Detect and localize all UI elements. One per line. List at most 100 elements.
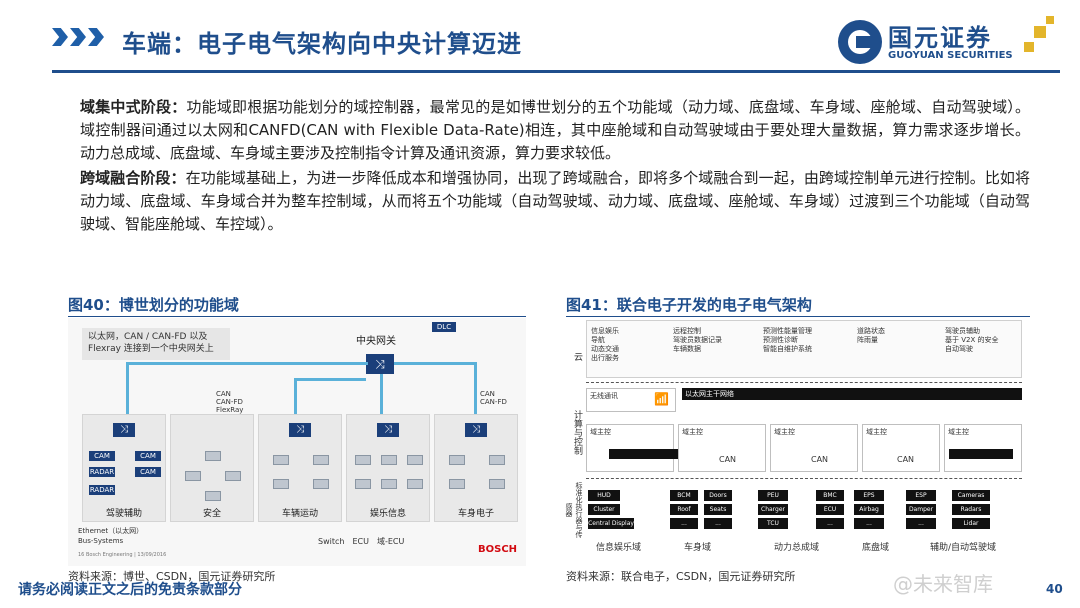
node: Cameras: [952, 490, 990, 501]
node: BCM: [670, 490, 698, 501]
divider-line: [586, 478, 1022, 479]
controller-bar: [949, 449, 1013, 459]
ethernet-line: [294, 378, 297, 418]
ethernet-line: [380, 374, 383, 418]
panel-label: 驾驶辅助: [105, 509, 142, 519]
domain-controller-label: 域主控: [682, 428, 703, 436]
ecu-box: [185, 471, 201, 481]
watermark: @未来智库: [893, 572, 993, 596]
figure-credit: 16 Bosch Engineering | 13/09/2016: [78, 552, 166, 558]
ecu-box: [355, 479, 371, 489]
node: Lidar: [952, 518, 990, 529]
figure-note: 以太网，CAN / CAN-FD 以及 Flexray 连接到一个中央网关上: [82, 328, 230, 360]
ecu-box: [205, 491, 221, 501]
chevron-icon: [70, 28, 86, 46]
logo-icon: [838, 20, 882, 64]
node: Cluster: [588, 504, 620, 515]
row-label-cloud: 云: [572, 351, 582, 361]
cloud-item: 基于 V2X 的安全: [945, 336, 999, 344]
panel-label: 车身电子: [457, 509, 494, 519]
switch-icon: ⤨: [465, 423, 487, 437]
paragraph-label: 域集中式阶段：: [80, 98, 187, 116]
ethernet-line: [394, 362, 476, 365]
sensor-tag: CAM: [89, 451, 115, 461]
caption-rule: [68, 316, 526, 317]
cloud-item: 导航: [591, 336, 605, 344]
ecu-box: [225, 471, 241, 481]
gateway-label: 中央网关: [356, 336, 396, 347]
node: Doors: [704, 490, 732, 501]
domain-controller: 域主控: [944, 424, 1022, 472]
paragraph-label: 跨域融合阶段：: [80, 169, 186, 187]
ecu-box: [407, 479, 423, 489]
sensor-tag: CAM: [135, 467, 161, 477]
antenna-icon: 📶: [654, 392, 669, 406]
cloud-item: 远程控制: [673, 327, 701, 335]
domain-label: 动力总成域: [774, 543, 820, 553]
panel-body-electronics: ⤨: [434, 414, 518, 522]
bus-label: CAN CAN-FD: [480, 390, 507, 406]
legend-ethernet: Ethernet（以太网）: [78, 527, 144, 535]
page-title: 车端：电子电气架构向中央计算迈进: [122, 30, 522, 58]
cloud-item: 驾驶员数据记录: [673, 336, 722, 344]
disclaimer-text: 请务必阅读正文之后的免责条款部分: [18, 582, 242, 598]
node: EPS: [854, 490, 884, 501]
node: ...: [906, 518, 936, 529]
node: TCU: [758, 518, 788, 529]
legend-bus: Bus-Systems: [78, 537, 124, 545]
ecu-box: [313, 455, 329, 465]
cloud-item: 智能自维护系统: [763, 345, 812, 353]
domain-controller-label: 域主控: [948, 428, 969, 436]
logo-square-icon: [1034, 26, 1046, 38]
bosch-logo: BOSCH: [478, 544, 518, 555]
dlc-label: DLC: [432, 322, 456, 332]
ecu-box: [273, 455, 289, 465]
cloud-item: 出行服务: [591, 354, 619, 362]
node: ECU: [816, 504, 844, 515]
ecu-box: [355, 455, 371, 465]
ethernet-backbone: 以太网主干网络: [682, 388, 1022, 400]
legend-ecu: ECU: [352, 537, 369, 546]
legend-icons: Switch ECU 域-ECU: [318, 536, 404, 547]
ecu-box: [313, 479, 329, 489]
domain-controller-label: 域主控: [774, 428, 795, 436]
cloud-item: 自动驾驶: [945, 345, 973, 353]
switch-icon: ⤨: [113, 423, 135, 437]
node: ...: [854, 518, 884, 529]
legend-switch: Switch: [318, 537, 345, 546]
ecu-box: [273, 479, 289, 489]
cloud-item: 预测性诊断: [763, 336, 798, 344]
panel-label: 车辆运动: [281, 509, 318, 519]
header-rule: [52, 70, 1060, 73]
wireless-label: 无线通讯: [590, 392, 618, 400]
figure-40-bosch-domains: 以太网，CAN / CAN-FD 以及 Flexray 连接到一个中央网关上 中…: [68, 318, 526, 566]
ecu-box: [489, 455, 505, 465]
node: HUD: [588, 490, 620, 501]
cloud-col-predictive: 预测性能量管理 预测性诊断 智能自维护系统: [763, 327, 812, 354]
paragraph-cross-domain: 跨域融合阶段：在功能域基础上，为进一步降低成本和增强协同，出现了跨域融合，即将多…: [80, 167, 1030, 236]
credit-text: Bosch Engineering | 13/09/2016: [85, 552, 167, 558]
chevron-icon: [88, 28, 104, 46]
logo-text-en: GUOYUAN SECURITIES: [888, 50, 1013, 61]
node: ...: [704, 518, 732, 529]
caption-rule: [566, 316, 1030, 317]
wireless-box: 无线通讯 📶: [586, 388, 676, 412]
domain-label: 信息娱乐域: [596, 543, 642, 553]
bus-label: CAN CAN-FD FlexRay: [216, 390, 244, 414]
legend-lines: Ethernet（以太网） Bus-Systems: [78, 526, 143, 546]
panel-infotainment: ⤨: [346, 414, 430, 522]
domain-label: 底盘域: [862, 543, 890, 553]
ethernet-line: [294, 378, 366, 381]
ecu-box: [489, 479, 505, 489]
panel-label: 安全: [202, 509, 221, 519]
controller-bar: [609, 449, 681, 459]
body-text: 域集中式阶段：功能域即根据功能划分的域控制器，最常见的是如博世划分的五个功能域（…: [80, 96, 1030, 238]
cloud-col-infotainment: 信息娱乐 导航 动态交通 出行服务: [591, 327, 619, 363]
page-number: 40: [1046, 582, 1063, 596]
figure-41-source: 资料来源：联合电子，CSDN，国元证券研究所: [566, 570, 796, 583]
domain-label: 辅助/自动驾驶域: [930, 543, 997, 553]
figure-40-source: 资料来源：博世、CSDN，国元证券研究所: [68, 570, 276, 583]
cloud-col-road: 道路状态 阵雨量: [857, 327, 885, 345]
